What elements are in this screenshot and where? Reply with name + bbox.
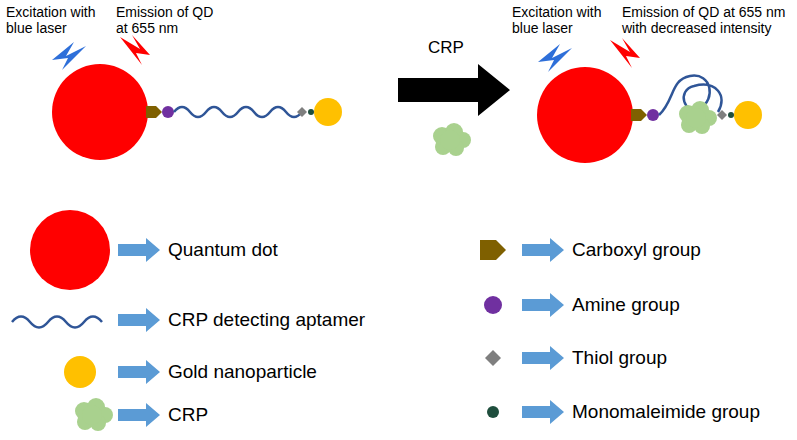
legend-arrow bbox=[118, 308, 160, 332]
legend-arrow bbox=[522, 400, 564, 424]
annotation-label: Emission of QD at 655 nm bbox=[116, 4, 228, 36]
aptamer bbox=[174, 107, 302, 117]
annotation-label: Emission of QD at 655 nm with decreased … bbox=[622, 4, 794, 36]
carboxyl-group bbox=[146, 106, 162, 118]
legend-arrow bbox=[522, 346, 564, 370]
legend-swatch bbox=[64, 356, 96, 388]
legend-text: CRP bbox=[168, 404, 208, 426]
legend-arrow bbox=[522, 238, 564, 262]
reaction-arrow bbox=[398, 64, 510, 116]
monomaleimide-group bbox=[308, 109, 314, 115]
emission-bolt bbox=[120, 35, 150, 65]
carboxyl-sample bbox=[480, 240, 506, 260]
thiol-group bbox=[297, 107, 307, 117]
laser-bolt bbox=[52, 42, 86, 70]
gold-nanoparticle bbox=[314, 98, 342, 126]
legend-text: Gold nanoparticle bbox=[168, 361, 317, 383]
annotation-label: Excitation with blue laser bbox=[512, 4, 616, 36]
legend-swatch bbox=[487, 406, 499, 418]
quantum-dot bbox=[537, 67, 633, 163]
amine-group bbox=[162, 106, 174, 118]
amine-group bbox=[647, 109, 659, 121]
thiol-group bbox=[717, 110, 727, 120]
legend-text: Carboxyl group bbox=[572, 239, 701, 261]
legend-arrow bbox=[118, 403, 160, 427]
monomaleimide-group bbox=[728, 112, 734, 118]
aptamer-sample bbox=[12, 317, 102, 328]
legend-text: Thiol group bbox=[572, 347, 667, 369]
legend-arrow bbox=[522, 293, 564, 317]
crp-sample bbox=[75, 398, 113, 431]
laser-bolt bbox=[538, 44, 572, 72]
legend-text: CRP detecting aptamer bbox=[168, 309, 365, 331]
legend-arrow bbox=[118, 238, 160, 262]
legend-text: Amine group bbox=[572, 294, 680, 316]
emission-bolt bbox=[610, 38, 640, 68]
legend-swatch bbox=[30, 210, 110, 290]
reaction-label: CRP bbox=[428, 38, 488, 58]
gold-nanoparticle bbox=[734, 101, 762, 129]
legend-swatch bbox=[484, 296, 502, 314]
annotation-label: Excitation with blue laser bbox=[6, 4, 106, 36]
legend-text: Monomaleimide group bbox=[572, 401, 760, 423]
crp-protein bbox=[679, 101, 717, 134]
legend-text: Quantum dot bbox=[168, 239, 278, 261]
thiol-sample bbox=[485, 350, 501, 366]
carboxyl-group bbox=[631, 109, 647, 121]
crp-protein bbox=[433, 123, 471, 156]
legend-arrow bbox=[118, 360, 160, 384]
quantum-dot bbox=[52, 64, 148, 160]
